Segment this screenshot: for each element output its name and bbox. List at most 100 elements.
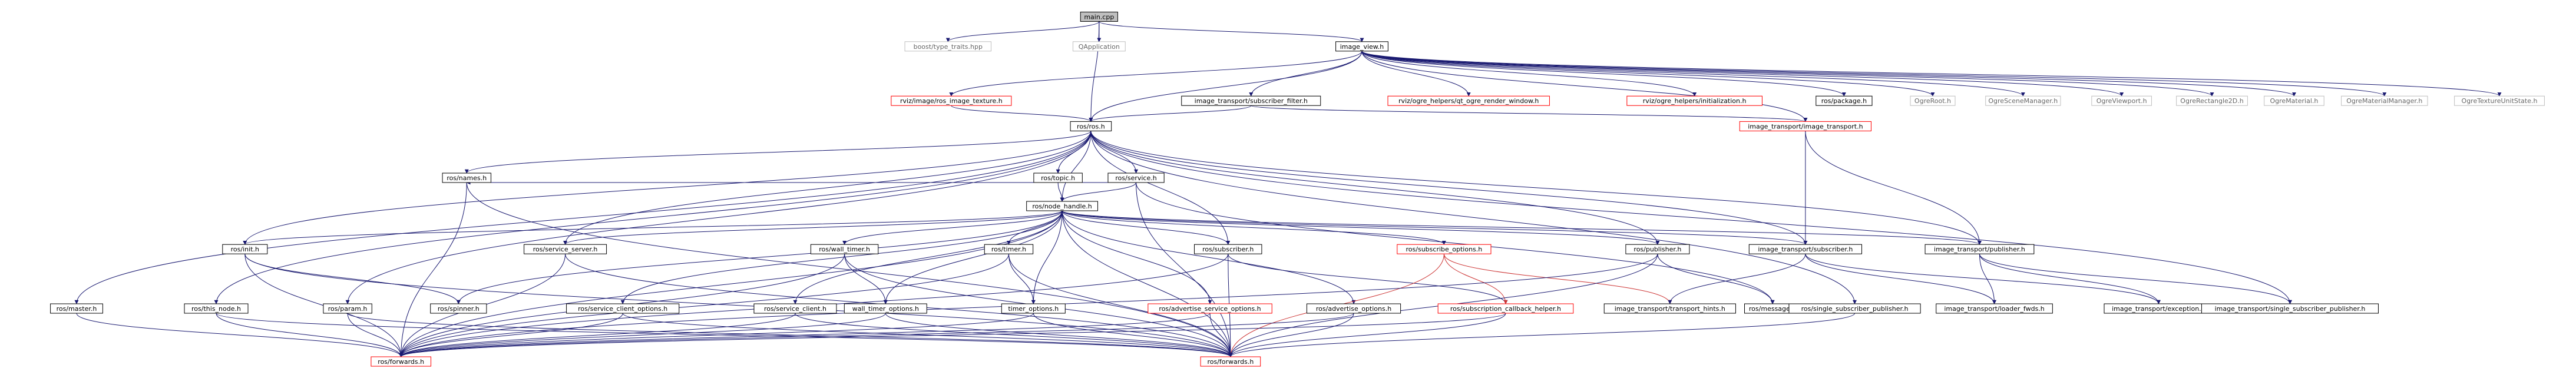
node-box [524, 244, 607, 254]
node-rosspinner[interactable]: ros/spinner.h [430, 303, 487, 314]
node-itpublisher[interactable]: image_transport/publisher.h [1924, 244, 2035, 254]
edge-rosros-to-rosthisnode [214, 131, 1092, 304]
node-box [1437, 303, 1574, 314]
node-ogrerect[interactable]: OgreRectangle2D.h [2176, 95, 2248, 106]
node-box [2091, 95, 2152, 106]
node-rostopic[interactable]: ros/topic.h [1033, 173, 1083, 183]
node-box [1910, 95, 1956, 106]
node-ogreinit[interactable]: rviz/ogre_helpers/initialization.h [1626, 95, 1762, 106]
node-label: ros/node_handle.h [1032, 203, 1092, 210]
node-rosthisnode[interactable]: ros/this_node.h [184, 303, 249, 314]
node-advopts[interactable]: ros/advertise_options.h [1306, 303, 1401, 314]
node-box [442, 173, 491, 183]
node-rosscopts[interactable]: ros/service_client_options.h [566, 303, 680, 314]
edge-rosnodehandle-to-rosspinner [456, 210, 1063, 304]
edge-rosros-to-rosnodehandle [1060, 131, 1092, 202]
node-label: ros/param.h [328, 305, 368, 313]
node-itsinglesubpub[interactable]: image_transport/single_subscriber_publis… [2201, 303, 2379, 314]
edge-rosnames-to-rosforwards2 [466, 182, 1233, 357]
node-box [984, 244, 1034, 254]
node-label: boost/type_traits.hpp [914, 43, 983, 51]
node-rvizimg[interactable]: rviz/image/ros_image_texture.h [891, 95, 1012, 106]
node-label: OgreMaterialManager.h [2346, 97, 2422, 105]
node-itsubscriber[interactable]: image_transport/subscriber.h [1748, 244, 1862, 254]
node-rosros[interactable]: ros/ros.h [1070, 121, 1112, 131]
node-ogreviewport[interactable]: OgreViewport.h [2091, 95, 2152, 106]
edge-rossubcbhelper-to-rosforwards1 [399, 313, 1506, 357]
node-rosmessage[interactable]: ros/message.h [1744, 303, 1801, 314]
edge-itsubscriber-to-itloaderfwds [1805, 254, 1996, 304]
node-ittransporthints[interactable]: image_transport/transport_hints.h [1603, 303, 1736, 314]
node-label: ros/service.h [1115, 174, 1156, 182]
edge-rosros-to-rossubscriber [1090, 131, 1231, 245]
node-label: wall_timer_options.h [852, 305, 919, 313]
node-box [1001, 303, 1066, 314]
node-rossubscriber[interactable]: ros/subscriber.h [1194, 244, 1262, 254]
node-rosforwards2[interactable]: ros/forwards.h [1200, 356, 1261, 367]
node-rospackage[interactable]: ros/package.h [1816, 95, 1873, 106]
node-box [810, 244, 879, 254]
node-ogrescene[interactable]: OgreSceneManager.h [1985, 95, 2061, 106]
edge-imageview-to-rosros [1089, 51, 1363, 122]
node-box [1626, 95, 1762, 106]
edge-itimagetransport-to-itpublisher [1805, 131, 1982, 245]
node-label: image_transport/subscriber_filter.h [1195, 97, 1308, 105]
node-rosnodehandle[interactable]: ros/node_handle.h [1026, 201, 1098, 211]
node-imageview[interactable]: image_view.h [1335, 41, 1388, 52]
node-label: OgreMaterial.h [2270, 97, 2319, 105]
node-ogrematmgr[interactable]: OgreMaterialManager.h [2341, 95, 2428, 106]
node-box [1070, 121, 1112, 131]
edge-imageview-to-itimagetransport [1361, 51, 1808, 122]
node-ogremat[interactable]: OgreMaterial.h [2264, 95, 2324, 106]
node-ogreroot[interactable]: OgreRoot.h [1910, 95, 1956, 106]
node-qtogre[interactable]: rviz/ogre_helpers/qt_ogre_render_window.… [1387, 95, 1550, 106]
edge-rosthisnode-to-rosforwards1 [216, 313, 404, 357]
node-rossubopts[interactable]: ros/subscribe_options.h [1397, 244, 1492, 254]
node-label: rviz/ogre_helpers/initialization.h [1643, 97, 1747, 105]
node-advsrvopts[interactable]: ros/advertise_service_options.h [1148, 303, 1272, 314]
node-roswalltimer[interactable]: ros/wall_timer.h [810, 244, 879, 254]
edge-rosros-to-rossinglesubpub [1090, 131, 1857, 304]
node-itloaderfwds[interactable]: image_transport/loader_fwds.h [1936, 303, 2053, 314]
node-timeropts[interactable]: timer_options.h [1001, 303, 1066, 314]
edge-imageview-to-rospackage [1361, 51, 1846, 97]
edge-rosnodehandle-to-rosforwards2 [1062, 210, 1233, 357]
node-label: ros/advertise_service_options.h [1159, 305, 1261, 313]
edge-rosnodehandle-to-itsubscriber [1062, 210, 1808, 245]
node-rospublisher[interactable]: ros/publisher.h [1625, 244, 1690, 254]
edge-rosros-to-itpublisher [1090, 131, 1982, 245]
node-rosparam[interactable]: ros/param.h [323, 303, 372, 314]
edge-rosserviceclient-to-rosforwards2 [795, 313, 1233, 357]
node-itexception[interactable]: image_transport/exception.h [2104, 303, 2214, 314]
node-label: timer_options.h [1008, 305, 1059, 313]
node-typetraits[interactable]: boost/type_traits.hpp [904, 41, 991, 52]
node-wallopts[interactable]: wall_timer_options.h [844, 303, 927, 314]
node-main[interactable]: main.cpp [1080, 11, 1118, 22]
edge-itsubscriber-to-ittransporthints [1668, 254, 1806, 304]
edge-rosparam-to-rosforwards1 [347, 313, 404, 357]
edge-imageview-to-rvizimg [949, 51, 1363, 97]
node-label: ros/single_subscriber_publisher.h [1801, 305, 1909, 313]
node-rostimer[interactable]: ros/timer.h [984, 244, 1034, 254]
node-label: image_view.h [1340, 43, 1384, 51]
node-rosservicesrv[interactable]: ros/service_server.h [524, 244, 607, 254]
edge-rosinit-to-rosforwards2 [244, 254, 1233, 357]
edge-imageview-to-ogrematmgr [1361, 51, 2387, 97]
edge-rosnodehandle-to-roswalltimer [842, 210, 1063, 245]
node-rosnames[interactable]: ros/names.h [442, 173, 491, 183]
node-itimagetransport[interactable]: image_transport/image_transport.h [1739, 121, 1871, 131]
edge-main-to-rosros [1089, 21, 1100, 122]
node-rosserviceclient[interactable]: ros/service_client.h [753, 303, 837, 314]
node-rossubcbhelper[interactable]: ros/subscription_callback_helper.h [1437, 303, 1574, 314]
node-rossinglesubpub[interactable]: ros/single_subscriber_publisher.h [1788, 303, 1921, 314]
edge-wallopts-to-rosforwards1 [399, 313, 886, 357]
node-ogretexunit[interactable]: OgreTextureUnitState.h [2454, 95, 2545, 106]
edge-imageview-to-ogrescene [1361, 51, 2025, 97]
node-rosmaster[interactable]: ros/master.h [50, 303, 103, 314]
node-qapp[interactable]: QApplication [1072, 41, 1126, 52]
edge-imageview-to-ogremat [1361, 51, 2296, 97]
node-rosinit[interactable]: ros/init.h [222, 244, 268, 254]
node-rosforwards1[interactable]: ros/forwards.h [371, 356, 432, 367]
node-rosservice[interactable]: ros/service.h [1107, 173, 1165, 183]
node-itsubfilter[interactable]: image_transport/subscriber_filter.h [1181, 95, 1321, 106]
